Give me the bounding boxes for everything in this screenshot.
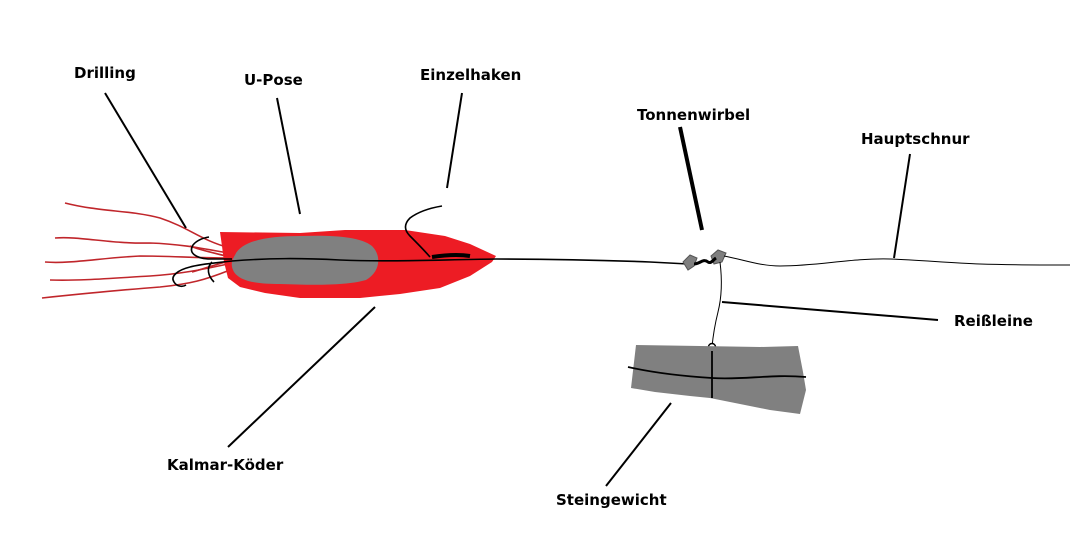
pointer-steingewicht (605, 402, 672, 487)
label-einzelhaken: Einzelhaken (420, 66, 522, 84)
label-kalmar-koeder: Kalmar-Köder (167, 456, 284, 474)
hook-prong (190, 236, 232, 260)
tentacle (54, 236, 229, 254)
pointer-lines (104, 92, 939, 487)
pointer-hauptschnur (893, 153, 911, 259)
leader-line (231, 257, 689, 265)
treble-hook (172, 236, 233, 288)
u-pose (231, 235, 379, 285)
pointer-einzelhaken (446, 92, 463, 189)
main-line (723, 255, 1070, 267)
pointer-drilling (104, 92, 187, 229)
pointer-reissleine (721, 301, 939, 321)
label-tonnenwirbel: Tonnenwirbel (637, 106, 751, 124)
single-hook-shank (431, 252, 471, 259)
label-u-pose: U-Pose (244, 71, 303, 89)
label-steingewicht: Steingewicht (556, 491, 667, 509)
tentacle (64, 202, 231, 249)
tentacle (49, 263, 229, 281)
pointer-tonnenwirbel (678, 126, 704, 231)
pointer-u-pose (276, 97, 301, 215)
pointer-kalmar (227, 306, 376, 448)
hook-prong (207, 261, 215, 283)
stone-weight (631, 345, 806, 414)
swivel-connector (693, 256, 717, 266)
tentacle (191, 261, 227, 273)
squid-tentacles (41, 202, 231, 299)
single-hook (404, 205, 443, 258)
hook-prong (172, 260, 233, 288)
rip-line (711, 261, 722, 348)
label-drilling: Drilling (74, 64, 136, 82)
barrel-swivel (682, 254, 698, 271)
label-hauptschnur: Hauptschnur (861, 130, 970, 148)
tentacle (41, 269, 231, 299)
label-reissleine: Reißleine (954, 312, 1033, 330)
